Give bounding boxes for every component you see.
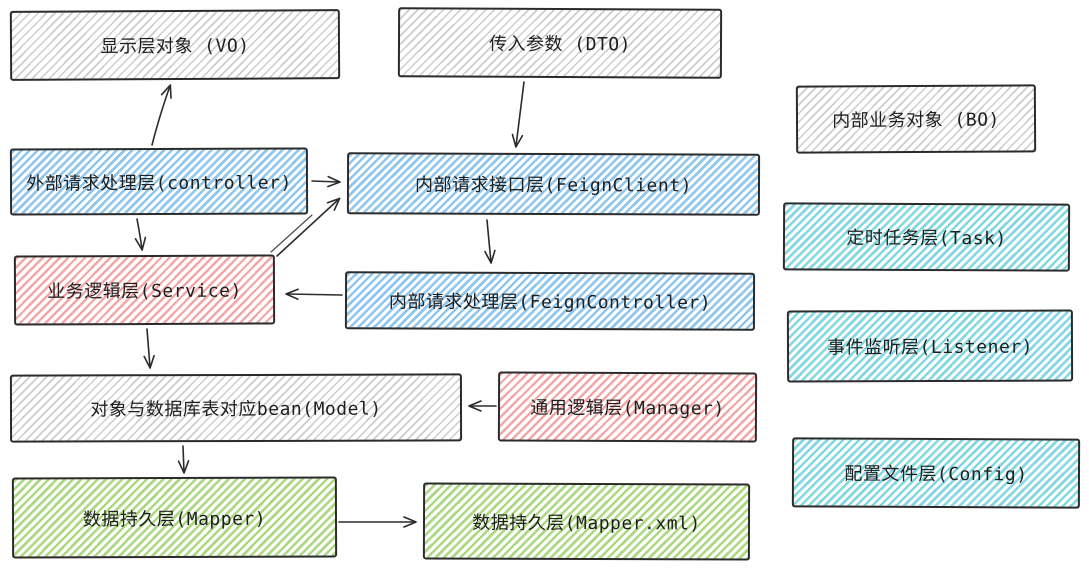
node-listener: 事件监听层(Listener): [786, 309, 1074, 383]
arrow-feigncontroller-to-service: [285, 288, 343, 300]
node-task: 定时任务层(Task): [782, 202, 1071, 272]
node-listener-label: 事件监听层(Listener): [827, 336, 1033, 359]
node-vo: 显示层对象 (VO): [9, 9, 341, 81]
node-config-label: 配置文件层(Config): [844, 463, 1028, 486]
node-vo-label: 显示层对象 (VO): [100, 35, 250, 58]
node-mapper: 数据持久层(Mapper): [11, 476, 338, 559]
node-bo-label: 内部业务对象 (BO): [832, 109, 1000, 132]
node-feign-client-label: 内部请求接口层(FeignClient): [415, 174, 692, 197]
node-service-label: 业务逻辑层(Service): [47, 280, 242, 303]
node-dto-label: 传入参数 (DTO): [488, 33, 632, 56]
node-manager: 通用逻辑层(Manager): [497, 371, 758, 443]
arrow-dto-to-feignclient: [511, 81, 525, 148]
arrow-service-to-feignclient-stroke: [270, 214, 313, 253]
node-feign-client: 内部请求接口层(FeignClient): [346, 152, 761, 216]
node-mapper-xml: 数据持久层(Mapper.xml): [422, 482, 751, 561]
node-mapper-label: 数据持久层(Mapper): [82, 508, 267, 530]
node-mapper-xml-label: 数据持久层(Mapper.xml): [472, 512, 701, 534]
arrow-controller-to-feignclient: [311, 175, 341, 188]
arrow-service-to-model: [143, 328, 155, 369]
arrow-feignclient-to-feigncontroller: [484, 219, 496, 264]
node-controller: 外部请求处理层(controller): [9, 147, 309, 216]
node-dto: 传入参数 (DTO): [397, 7, 723, 79]
arrow-controller-to-service: [134, 218, 147, 251]
node-model: 对象与数据库表对应bean(Model): [9, 373, 463, 443]
node-controller-label: 外部请求处理层(controller): [26, 172, 292, 194]
node-model-label: 对象与数据库表对应bean(Model): [90, 398, 382, 421]
arrow-controller-to-vo: [151, 84, 172, 146]
arrow-model-to-mapper: [177, 445, 190, 474]
node-bo: 内部业务对象 (BO): [795, 84, 1037, 154]
node-service: 业务逻辑层(Service): [13, 254, 276, 326]
node-config: 配置文件层(Config): [791, 437, 1081, 509]
node-task-label: 定时任务层(Task): [846, 227, 1007, 250]
node-feign-controller: 内部请求处理层(FeignController): [344, 271, 756, 331]
node-feign-controller-label: 内部请求处理层(FeignController): [388, 291, 712, 314]
node-manager-label: 通用逻辑层(Manager): [530, 397, 725, 420]
